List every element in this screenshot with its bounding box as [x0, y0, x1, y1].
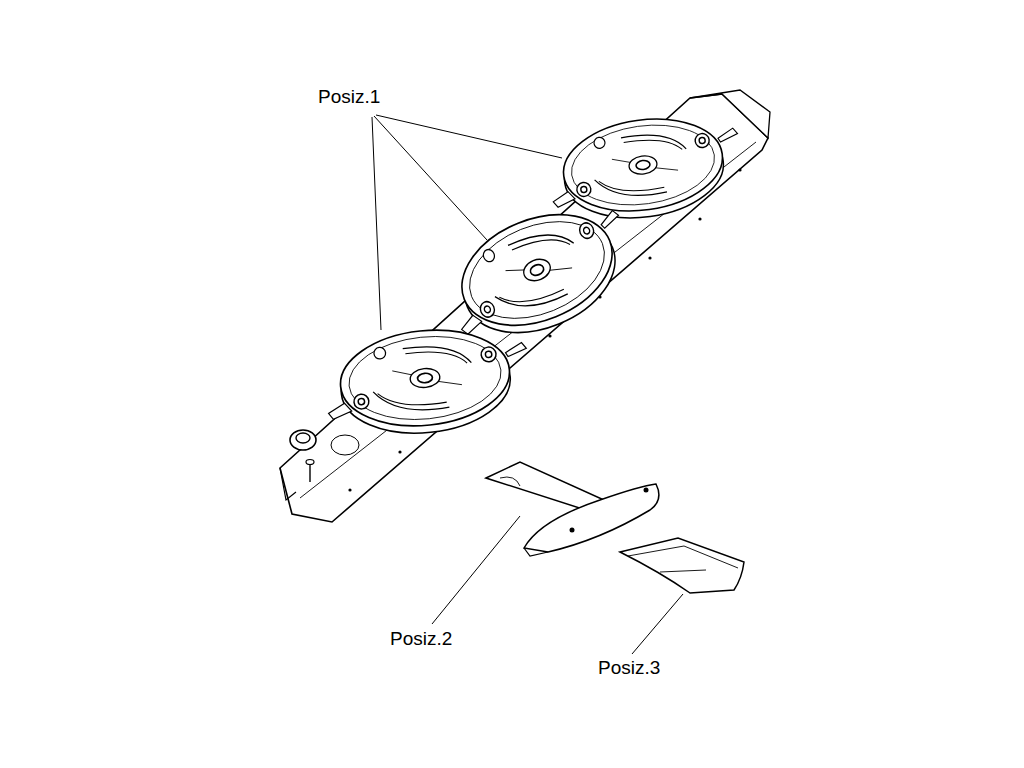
knife-holder [644, 488, 649, 493]
leader-lines [372, 117, 381, 330]
knife-holder [524, 548, 548, 556]
leader-lines [432, 516, 520, 624]
cutter-bar [280, 468, 296, 500]
cutter-bar [348, 168, 741, 491]
cutter-bar [296, 433, 310, 443]
leader-lines [374, 116, 487, 240]
cutter-bar [348, 488, 351, 491]
callout-label: Posiz.2 [390, 628, 452, 650]
cutter-bar [331, 435, 359, 455]
leader-lines [372, 115, 683, 654]
knife-holder [524, 484, 659, 552]
cutter-bar [290, 430, 316, 450]
leader-lines [376, 115, 562, 158]
cutter-bar [398, 450, 401, 453]
blade [620, 538, 744, 593]
cutter-bar [280, 90, 770, 522]
cutter-bar [306, 460, 314, 465]
callout-label: Posiz.3 [598, 657, 660, 679]
cutter-bar [698, 217, 701, 220]
cutter-bar [280, 94, 768, 522]
cutter-bar [648, 256, 651, 259]
mower-illustration [321, 320, 534, 443]
cutter-bar [548, 334, 551, 337]
leader-lines [632, 594, 683, 654]
knife-holder [486, 462, 659, 556]
blade [620, 538, 744, 593]
cutter-bar [738, 168, 741, 171]
callout-label: Posiz.1 [318, 86, 380, 108]
knife-holder [500, 477, 520, 486]
knife-holder [570, 528, 575, 533]
blade [660, 570, 706, 572]
mower-illustration [544, 107, 748, 230]
blade [628, 546, 738, 568]
